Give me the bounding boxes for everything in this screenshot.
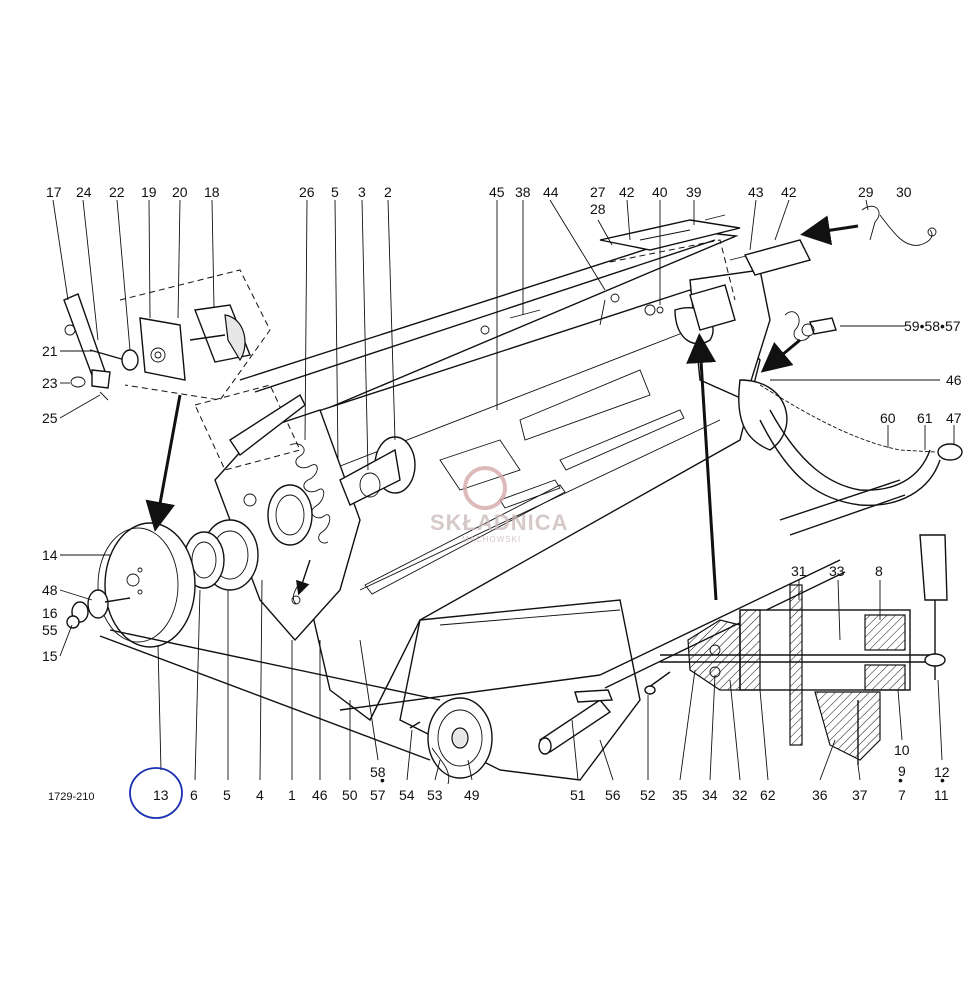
dot: •	[940, 772, 945, 788]
label: 62	[760, 787, 776, 803]
label: 55	[42, 622, 58, 638]
clutch-assembly	[339, 436, 416, 506]
label: 15	[42, 648, 58, 664]
watermark-brand: SKŁADNICA	[430, 510, 569, 535]
label: 1	[288, 787, 296, 803]
labels-bottom: 13 6 5 4 1 46 50 58 • 57 54 53 49 51 56 …	[153, 742, 950, 803]
highlight-circle	[129, 767, 183, 819]
drawing-number: 1729-210	[48, 791, 95, 803]
label: 25	[42, 410, 58, 426]
label: 16	[42, 605, 58, 621]
label: 54	[399, 787, 415, 803]
labels-top: 17 24 22 19 20 18 26 5 3 2 45 38 44 27 2…	[46, 184, 912, 217]
label: 33	[829, 563, 845, 579]
label: 31	[791, 563, 807, 579]
label: 59•58•57	[904, 318, 961, 334]
label: 52	[640, 787, 656, 803]
label: 20	[172, 184, 188, 200]
label: 26	[299, 184, 315, 200]
pulley-13	[66, 522, 196, 648]
label: 7	[898, 787, 906, 803]
label: 58	[370, 764, 386, 780]
label: 2	[384, 184, 392, 200]
label: 56	[605, 787, 621, 803]
pin-group-59	[784, 311, 837, 341]
handle-tube	[759, 384, 963, 536]
label: 36	[812, 787, 828, 803]
label: 14	[42, 547, 58, 563]
label: 51	[570, 787, 586, 803]
stub-shaft	[538, 689, 614, 755]
label: 57	[370, 787, 386, 803]
label: 35	[672, 787, 688, 803]
label: 24	[76, 184, 92, 200]
watermark-sub: MACHOWSKI	[462, 535, 521, 544]
label: 48	[42, 582, 58, 598]
bolt-52	[644, 671, 671, 695]
label: 17	[46, 184, 62, 200]
label: 39	[686, 184, 702, 200]
label: 11	[934, 787, 949, 803]
label: 46	[312, 787, 328, 803]
label: 29	[858, 184, 874, 200]
label: 5	[331, 184, 339, 200]
labels-right: 59•58•57 46 60 61 47	[880, 318, 962, 426]
label: 19	[141, 184, 157, 200]
label: 38	[515, 184, 531, 200]
label: 12	[934, 764, 950, 780]
clip-and-cable	[861, 205, 937, 246]
label: 22	[109, 184, 125, 200]
label: 8	[875, 563, 883, 579]
label: 37	[852, 787, 868, 803]
label: 45	[489, 184, 505, 200]
label: 60	[880, 410, 896, 426]
label: 50	[342, 787, 358, 803]
label: 18	[204, 184, 220, 200]
left-adjuster-group	[63, 269, 271, 401]
label: 34	[702, 787, 718, 803]
label: 28	[590, 201, 606, 217]
label: 49	[464, 787, 480, 803]
label: 43	[748, 184, 764, 200]
label: 32	[732, 787, 748, 803]
label: 27	[590, 184, 606, 200]
label: 23	[42, 375, 58, 391]
label: 42	[781, 184, 797, 200]
label: 6	[190, 787, 198, 803]
label: 5	[223, 787, 231, 803]
watermark: SKŁADNICA MACHOWSKI	[430, 466, 569, 544]
dot: •	[380, 772, 385, 788]
label: 53	[427, 787, 443, 803]
label: 4	[256, 787, 264, 803]
label: 47	[946, 410, 962, 426]
labels-left: 21 23 25 14 48 16 55 15	[42, 343, 58, 664]
label: 21	[42, 343, 58, 359]
labels-section: 31 33 8	[791, 563, 883, 579]
label: 10	[894, 742, 910, 758]
label: 61	[917, 410, 933, 426]
label: 44	[543, 184, 559, 200]
label: 3	[358, 184, 366, 200]
label: 13	[153, 787, 169, 803]
label: 9	[898, 763, 906, 779]
pulley-49	[409, 697, 493, 785]
sectional-detail	[660, 534, 948, 765]
label: 40	[652, 184, 668, 200]
leader-lines	[52, 199, 955, 781]
arrows	[145, 215, 859, 601]
label: 46	[946, 372, 962, 388]
label: 30	[896, 184, 912, 200]
dot: •	[898, 772, 903, 788]
label: 42	[619, 184, 635, 200]
